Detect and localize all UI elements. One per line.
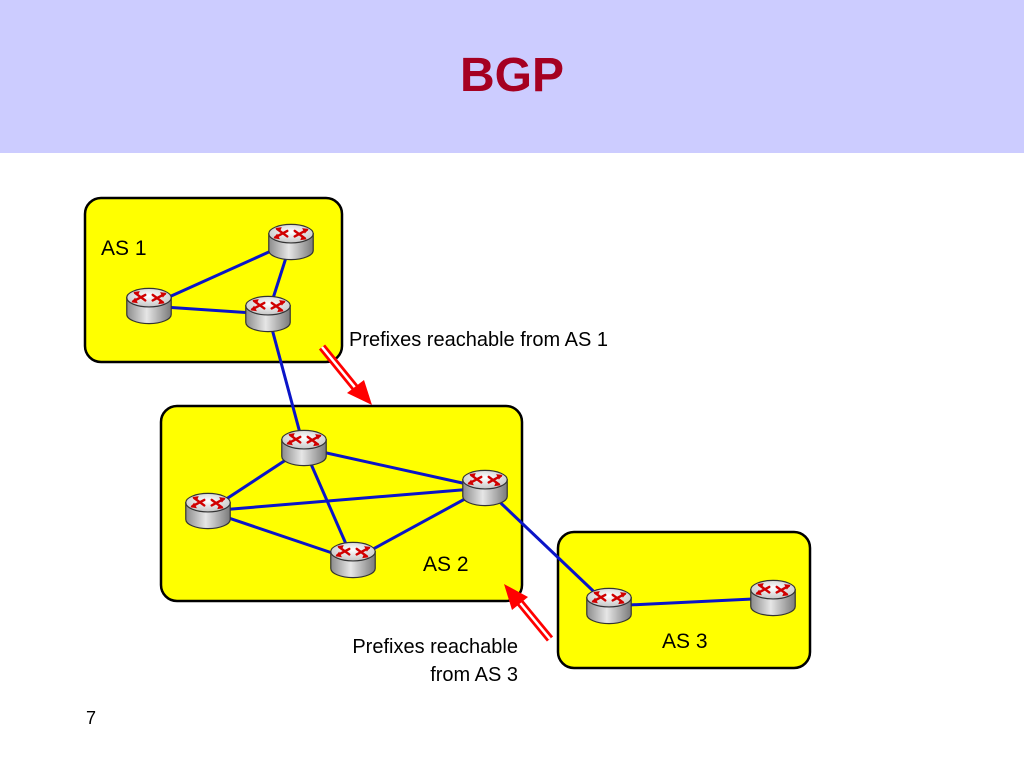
- router-icon: [267, 223, 315, 261]
- router-icon: [461, 469, 509, 507]
- page-number: 7: [86, 708, 97, 728]
- slide-title: BGP: [459, 49, 564, 102]
- router-icon: [749, 579, 797, 617]
- as3-label: AS 3: [662, 630, 708, 653]
- link: [352, 486, 486, 562]
- as2-label: AS 2: [423, 553, 469, 576]
- link: [266, 313, 306, 449]
- router-icon: [585, 587, 633, 625]
- link: [608, 596, 774, 608]
- link: [303, 446, 486, 490]
- router-icon: [280, 429, 328, 467]
- link: [207, 509, 354, 562]
- as1-box: [83, 196, 344, 364]
- title-bar: [0, 0, 1024, 153]
- as3-box: [556, 530, 812, 670]
- link: [148, 240, 292, 308]
- arrow-from-as3: [504, 584, 554, 642]
- as1-label: AS 1: [101, 237, 147, 260]
- router-icon: [125, 287, 173, 325]
- annotation-as3-line1: Prefixes reachable: [352, 636, 518, 658]
- arrow-from-as1: [318, 344, 372, 405]
- annotation-as3-line2: from AS 3: [430, 664, 518, 686]
- router-icon: [244, 295, 292, 333]
- link: [207, 486, 486, 513]
- router-icon: [329, 541, 377, 579]
- link: [302, 447, 355, 561]
- as2-box: [159, 404, 524, 603]
- annotation-as1: Prefixes reachable from AS 1: [349, 329, 608, 351]
- link: [483, 486, 611, 608]
- router-icon: [184, 492, 232, 530]
